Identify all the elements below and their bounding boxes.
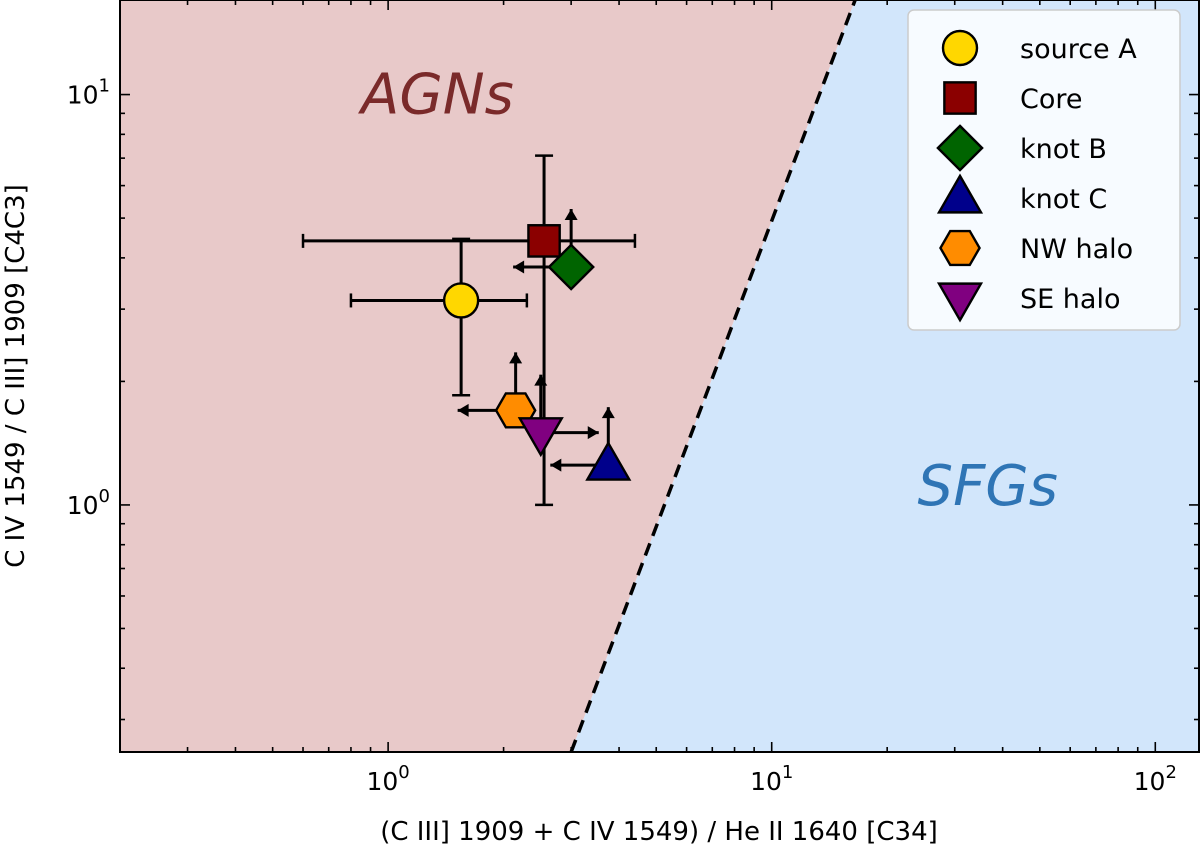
legend-knot-b-label: knot B xyxy=(1020,134,1107,165)
x-tick-label: 101 xyxy=(750,762,793,796)
source-a-marker xyxy=(442,282,480,319)
legend-nw-halo-marker xyxy=(939,229,981,267)
legend-core-label: Core xyxy=(1020,84,1083,115)
x-tick-label: 102 xyxy=(1134,762,1177,796)
legend-knot-b-marker xyxy=(936,124,984,172)
y-tick-label: 100 xyxy=(67,486,110,520)
plot-frame xyxy=(119,0,1200,753)
y-axis-label: C IV 1549 / C III] 1909 [C4C3] xyxy=(1,184,31,568)
markers-layer xyxy=(442,224,632,481)
y-tick-label: 101 xyxy=(67,76,110,110)
agn-region-label: AGNs xyxy=(358,62,514,127)
sfg-region-label: SFGs xyxy=(918,454,1058,519)
agn-region xyxy=(120,0,856,752)
legend-source-a-label: source A xyxy=(1020,34,1137,65)
legend-se-halo-marker xyxy=(936,282,984,323)
legend-source-a-marker xyxy=(941,29,979,67)
dividing-line xyxy=(569,0,857,752)
knot-c-marker xyxy=(585,440,632,481)
x-axis-label: (C III] 1909 + C IV 1549) / He II 1640 [… xyxy=(380,817,938,847)
legend-knot-c-label: knot C xyxy=(1020,184,1107,215)
knot-b-marker xyxy=(547,243,595,291)
legend-core-marker xyxy=(943,81,977,115)
legend-se-halo-label: SE halo xyxy=(1020,284,1120,315)
legend-knot-c-marker xyxy=(936,173,984,214)
legend-nw-halo-label: NW halo xyxy=(1020,234,1133,265)
core-marker xyxy=(527,224,561,258)
legend: source A Core knot B knot C NW halo SE halo xyxy=(907,9,1181,331)
x-tick-label: 100 xyxy=(366,762,409,796)
se-halo-marker xyxy=(517,417,564,458)
